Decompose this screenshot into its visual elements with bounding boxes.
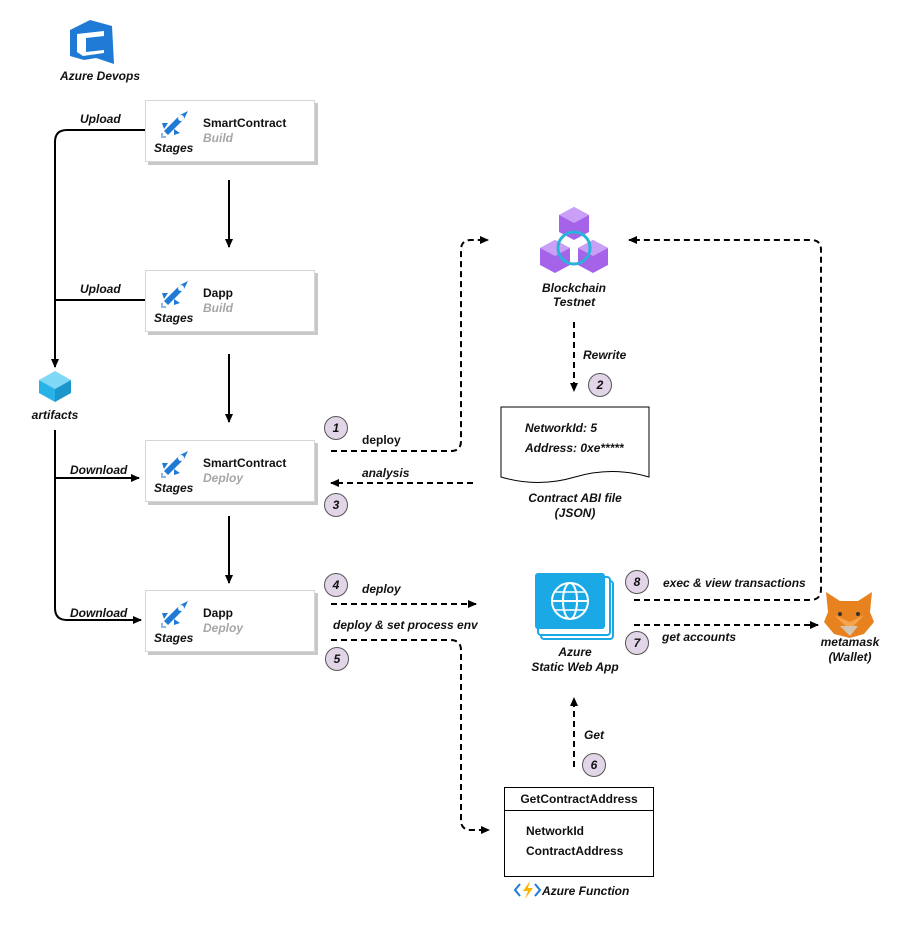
stages-label: Stages (154, 311, 194, 325)
stages-label: Stages (154, 141, 194, 155)
stage-subtitle: Build (203, 131, 233, 145)
blockchain-label-line2: Testnet (552, 295, 596, 309)
edge-upload-sc (51, 129, 145, 368)
abi-caption-line1: Contract ABI file (528, 491, 622, 505)
stage-subtitle: Deploy (203, 621, 244, 635)
azure-devops-label: Azure Devops (59, 69, 141, 83)
stage-smartcontract-deploy[interactable]: SmartContract Deploy Stages (145, 440, 315, 502)
edge-label-get: Get (584, 728, 605, 742)
static-web-app-label-line1: Azure (558, 645, 592, 659)
edge-label-deploy-4: deploy (362, 582, 401, 596)
stage-title: SmartContract (203, 116, 287, 130)
edge-label-get-accounts: get accounts (662, 630, 737, 644)
stage-subtitle: Deploy (203, 471, 244, 485)
step-badge-1: 1 (324, 416, 348, 440)
stages-label: Stages (154, 481, 194, 495)
abi-caption-line2: (JSON) (554, 506, 596, 520)
step-badge-7: 7 (625, 631, 649, 655)
stage-subtitle: Build (203, 301, 233, 315)
step-badge-5: 5 (325, 647, 349, 671)
metamask-label-line1: metamask (820, 635, 880, 649)
edge-label-download-2: Download (70, 606, 128, 620)
step-badge-6: 6 (582, 753, 606, 777)
edge-label-deploy-1: deploy (362, 433, 401, 447)
edge-label-upload-1: Upload (80, 112, 121, 126)
step-badge-8: 8 (625, 570, 649, 594)
edge-label-deploy-env: deploy & set process env (333, 618, 478, 632)
abi-file-shape (500, 406, 650, 483)
edge-exec-transactions (628, 236, 822, 601)
metamask-fox-icon (824, 592, 874, 638)
step-badge-3: 3 (324, 493, 348, 517)
edge-label-download-1: Download (70, 463, 128, 477)
edge-deploy-contract (331, 236, 489, 452)
stage-title: SmartContract (203, 456, 287, 470)
edge-label-exec: exec & view transactions (663, 576, 806, 590)
azure-function-box[interactable]: GetContractAddress NetworkId ContractAdd… (504, 787, 654, 877)
stages-label: Stages (154, 631, 194, 645)
artifacts-label: artifacts (31, 408, 79, 422)
stage-dapp-deploy[interactable]: Dapp Deploy Stages (145, 590, 315, 652)
static-web-app-label-line2: Static Web App (531, 660, 619, 674)
pipelines-icon (161, 111, 188, 138)
step-badge-2: 2 (588, 373, 612, 397)
stage-dapp-build[interactable]: Dapp Build Stages (145, 270, 315, 332)
azure-devops-icon (70, 20, 114, 64)
azure-function-caption: Azure Function (542, 884, 630, 898)
stage-title: Dapp (203, 286, 233, 300)
pipelines-icon (161, 281, 188, 308)
blockchain-icon (540, 207, 608, 273)
stage-smartcontract-build[interactable]: SmartContract Build Stages (145, 100, 315, 162)
edge-download-sc (54, 430, 142, 624)
function-field-networkid: NetworkId (526, 824, 585, 838)
blockchain-label-line1: Blockchain (541, 281, 607, 295)
abi-address: Address: 0xe***** (525, 441, 624, 455)
function-field-contractaddress: ContractAddress (526, 844, 624, 858)
edge-label-upload-2: Upload (80, 282, 121, 296)
pipelines-icon (161, 451, 188, 478)
edge-label-analysis: analysis (362, 466, 410, 480)
azure-function-icon (513, 881, 542, 899)
static-web-app-icon (535, 573, 614, 640)
stage-title: Dapp (203, 606, 233, 620)
step-badge-4: 4 (324, 573, 348, 597)
artifacts-cube-icon (39, 371, 71, 402)
edge-deploy-function (331, 639, 490, 834)
abi-network-id: NetworkId: 5 (525, 421, 598, 435)
pipelines-icon (161, 601, 188, 628)
metamask-label-line2: (Wallet) (828, 650, 872, 664)
function-header: GetContractAddress (505, 788, 653, 811)
edge-label-rewrite: Rewrite (583, 348, 627, 362)
